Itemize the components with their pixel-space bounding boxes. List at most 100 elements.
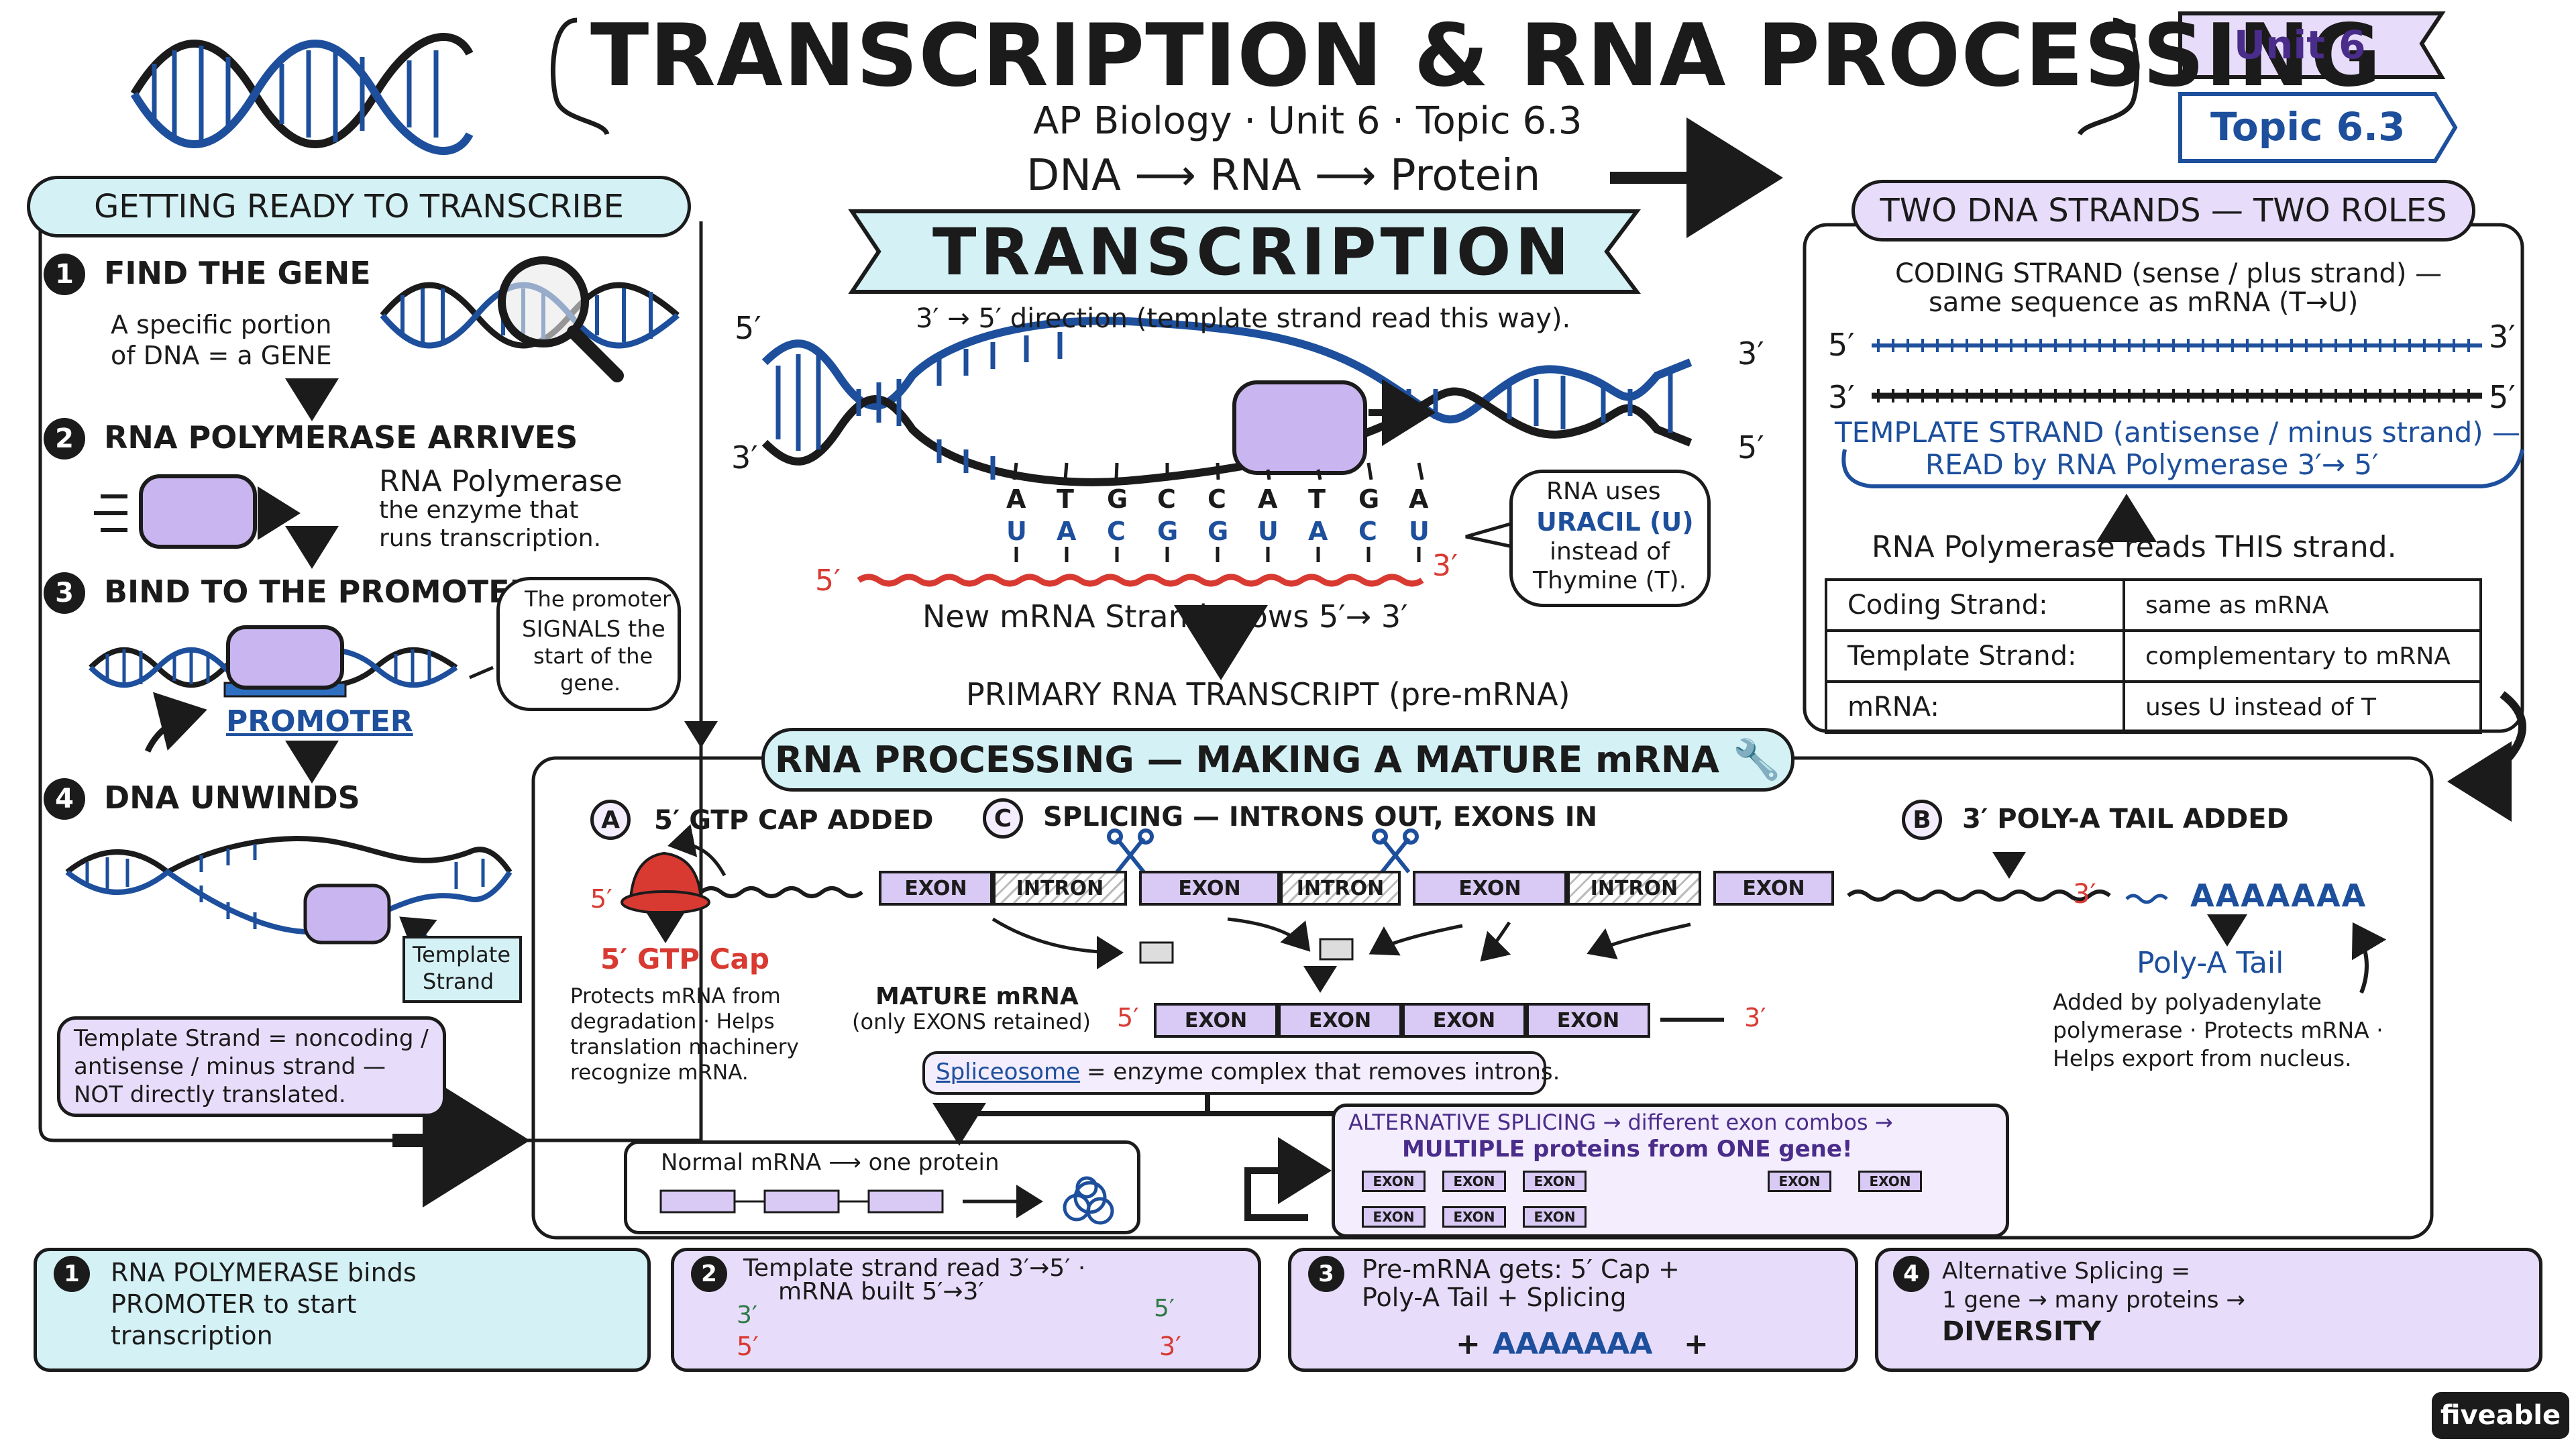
table-cell-value: complementary to mRNA <box>2123 629 2482 683</box>
polya-sequence: AAAAAAA <box>2190 877 2367 914</box>
summary2-5prime-top: 5′ <box>1154 1295 1175 1322</box>
step4-title: DNA UNWINDS <box>104 780 360 816</box>
promoter-bubble-line3: start of the <box>533 643 653 669</box>
mature-5prime: 5′ <box>1117 1003 1139 1032</box>
left-panel-frame <box>38 221 703 1142</box>
exon-segment: EXON <box>1139 871 1280 906</box>
summary3-number: 3 <box>1308 1256 1344 1292</box>
unit-tag-shape <box>2178 11 2446 79</box>
dna-base: A <box>1258 484 1278 514</box>
promoter-label: PROMOTER <box>226 704 413 739</box>
step-c-badge: C <box>983 798 1023 839</box>
cap-name: 5′ GTP Cap <box>600 943 769 975</box>
coding-3prime: 3′ <box>2489 319 2516 355</box>
topic-tag-shape <box>2178 92 2458 163</box>
transcription-banner-text: TRANSCRIPTION <box>932 215 1573 290</box>
step-a-title: 5′ GTP CAP ADDED <box>654 805 934 836</box>
scissors-icon-1 <box>1107 828 1154 873</box>
alt-exon-segment: EXON <box>1362 1206 1426 1228</box>
left-panel-heading: GETTING READY TO TRANSCRIBE <box>27 176 691 237</box>
mature-exon-segment: EXON <box>1278 1003 1402 1038</box>
new-mrna-strand <box>857 574 1424 587</box>
new-mrna-strand-label: New mRNA Strand grows 5′→ 3′ <box>922 598 1408 635</box>
template-note-line3: NOT directly translated. <box>74 1081 346 1108</box>
polya-desc-line2: polymerase · Protects mRNA · <box>2053 1017 2383 1043</box>
template-note-line2: antisense / minus strand — <box>74 1053 386 1080</box>
step2-desc-line1: RNA Polymerase <box>379 464 623 498</box>
intron-segment: INTRON <box>993 871 1127 906</box>
rna-base: U <box>1409 517 1430 546</box>
template-strand-line1: TEMPLATE STRAND (antisense / minus stran… <box>1835 416 2520 449</box>
summary2-3prime-bottom: 3′ <box>1159 1332 1181 1361</box>
table-cell-value: same as mRNA <box>2123 578 2482 632</box>
cap-5prime: 5′ <box>590 884 612 914</box>
summary-card-4 <box>1875 1248 2542 1372</box>
summary2-3prime-top: 3′ <box>737 1301 758 1329</box>
summary4-number: 4 <box>1893 1256 1929 1292</box>
rna-base: U <box>1258 517 1279 546</box>
step1-number: 1 <box>44 254 85 295</box>
template-brace <box>1841 449 2524 488</box>
brand-badge: fiveable <box>2432 1392 2569 1439</box>
rna-base: G <box>1208 517 1229 546</box>
summary2-line1: Template strand read 3′→5′ · <box>743 1254 1086 1282</box>
template-3prime: 3′ <box>1828 379 1855 415</box>
step-a-badge: A <box>590 800 631 840</box>
table-row: Coding Strand: same as mRNA <box>1825 578 2482 632</box>
dna-base: G <box>1107 484 1128 514</box>
processing-heading-text: RNA PROCESSING — MAKING A MATURE mRNA <box>774 739 1719 781</box>
exon-segment: EXON <box>879 871 993 906</box>
mrna-5prime: 5′ <box>815 564 841 598</box>
step2-desc-line3: runs transcription. <box>379 525 602 552</box>
page-title: TRANSCRIPTION & RNA PROCESSING <box>590 6 2382 106</box>
promoter-bubble-line2: SIGNALS the <box>522 616 665 643</box>
coding-5prime: 5′ <box>1828 327 1855 363</box>
polymerase-icon-step2 <box>94 474 301 549</box>
polymerase-reads-label: RNA Polymerase reads THIS strand. <box>1872 530 2397 564</box>
rna-base: A <box>1057 517 1077 546</box>
cap-desc-line4: recognize mRNA. <box>570 1061 749 1085</box>
summary2-line2: mRNA built 5′→3′ <box>778 1278 984 1305</box>
dna-base: T <box>1308 484 1326 514</box>
summary-card-1 <box>34 1248 651 1372</box>
page-subtitle: AP Biology · Unit 6 · Topic 6.3 <box>1033 99 1582 143</box>
right-panel-heading: TWO DNA STRANDS — TWO ROLES <box>1851 180 2475 241</box>
exon-segment: EXON <box>1713 871 1834 906</box>
step-b-badge: B <box>1902 800 1942 840</box>
spliceosome-box <box>922 1051 1546 1095</box>
summary2-number: 2 <box>691 1256 727 1292</box>
template-strand-note <box>57 1016 446 1117</box>
rna-base: G <box>1157 517 1179 546</box>
step2-desc-line2: the enzyme that <box>379 496 579 524</box>
alt-exon-segment: EXON <box>1523 1171 1587 1192</box>
uracil-line1: RNA uses <box>1546 478 1661 505</box>
step1-desc-line1: A specific portion <box>111 310 332 339</box>
alt-exon-segment: EXON <box>1768 1171 1831 1192</box>
summary3-polya: AAAAAAA <box>1493 1327 1653 1361</box>
exon-segment: EXON <box>1413 871 1567 906</box>
template-strand-tag <box>402 936 522 1003</box>
mature-exon-segment: EXON <box>1154 1003 1278 1038</box>
base-pair-ticks <box>1012 462 1424 562</box>
summary-card-2 <box>671 1248 1261 1372</box>
polya-3prime: 3′ <box>2073 879 2096 910</box>
template-strand-tag-line2: Strand <box>423 969 494 994</box>
uracil-line4: Thymine (T). <box>1533 567 1687 594</box>
table-cell-value: uses U instead of T <box>2123 680 2482 734</box>
header-dna-icon <box>130 33 474 155</box>
dna-3prime-bottom-left: 3′ <box>731 439 758 476</box>
dna-5prime-top-left: 5′ <box>735 310 761 346</box>
table-row: mRNA: uses U instead of T <box>1825 680 2482 734</box>
summary3-line2: Poly-A Tail + Splicing <box>1362 1283 1627 1312</box>
dna-base: C <box>1208 484 1226 514</box>
rna-base: C <box>1107 517 1126 546</box>
cap-desc-line2: degradation · Helps <box>570 1010 775 1034</box>
summary-card-3 <box>1288 1248 1858 1372</box>
polya-desc-line3: Helps export from nucleus. <box>2053 1045 2352 1071</box>
dna-base: T <box>1057 484 1074 514</box>
protein-icon-blue <box>1063 1176 1114 1225</box>
polymerase-icon-step3 <box>226 625 344 690</box>
mature-3prime: 3′ <box>1744 1003 1766 1032</box>
mrna-3prime: 3′ <box>1432 549 1458 583</box>
table-cell-label: Template Strand: <box>1825 629 2125 683</box>
